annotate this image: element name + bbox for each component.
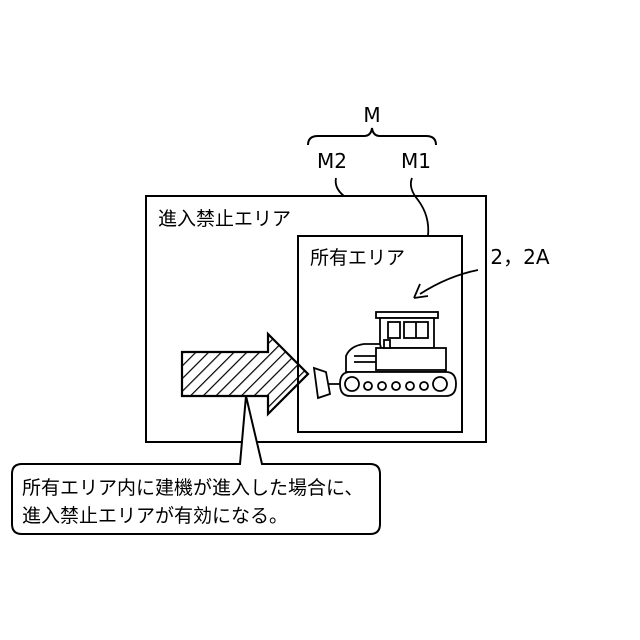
no-entry-area	[146, 196, 486, 442]
label-m2: M2	[317, 149, 347, 173]
brace	[308, 128, 436, 145]
bulldozer-icon	[314, 312, 456, 398]
owned-area-label: 所有エリア	[310, 247, 405, 269]
no-entry-area-label: 進入禁止エリア	[158, 208, 291, 230]
reference-label: 2，2A	[490, 245, 549, 269]
callout-line-2: 進入禁止エリアが有効になる。	[22, 505, 288, 527]
callout-line-1: 所有エリア内に建機が進入した場合に、	[22, 477, 363, 499]
leader-m2	[336, 178, 344, 196]
label-m: M	[363, 103, 380, 127]
reference-leader	[420, 270, 478, 294]
label-m1: M1	[401, 149, 431, 173]
leader-m1	[411, 178, 428, 236]
